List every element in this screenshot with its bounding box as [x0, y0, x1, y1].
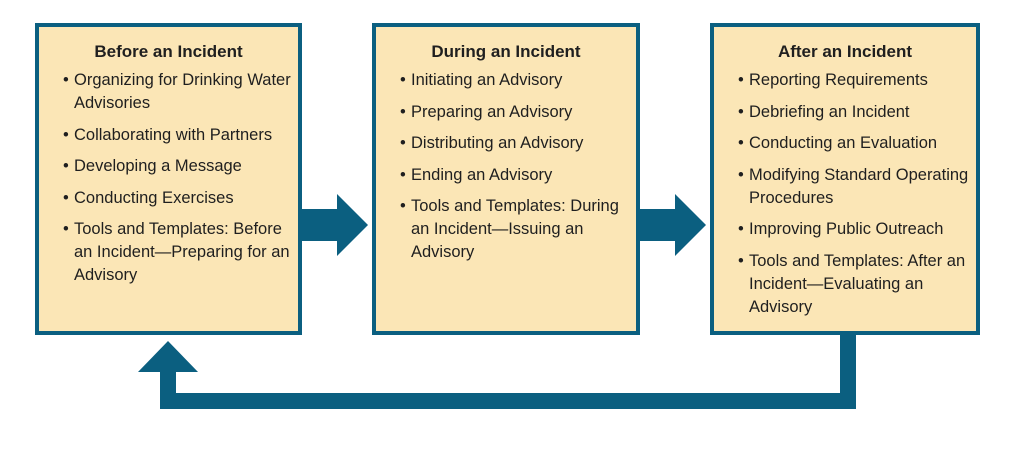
list-item: •Collaborating with Partners: [63, 125, 273, 144]
list-item: •Conducting Exercises: [63, 188, 234, 207]
item-list: •Organizing for Drinking Water Advisorie…: [39, 69, 298, 287]
item-list: •Initiating an Advisory •Preparing an Ad…: [376, 69, 636, 264]
list-item: •Ending an Advisory: [400, 165, 553, 184]
arrow-before-to-during: [302, 194, 368, 256]
list-item: •Preparing an Advisory: [400, 102, 573, 121]
list-item: •Tools and Templates: During an Incident…: [400, 197, 619, 261]
item-list: •Reporting Requirements •Debriefing an I…: [714, 69, 976, 319]
list-item: •Initiating an Advisory: [400, 71, 563, 89]
box-during-incident: During an Incident •Initiating an Adviso…: [372, 23, 640, 335]
list-item: •Distributing an Advisory: [400, 134, 584, 152]
list-item: •Tools and Templates: After an Incident—…: [738, 251, 966, 316]
box-title: After an Incident: [777, 42, 913, 61]
list-item: •Organizing for Drinking Water Advisorie…: [63, 71, 291, 112]
list-item: •Improving Public Outreach: [738, 220, 944, 238]
list-item: •Reporting Requirements: [738, 71, 928, 89]
box-title: Before an Incident: [94, 42, 243, 61]
arrow-during-to-after: [640, 194, 706, 256]
box-title: During an Incident: [431, 42, 581, 61]
list-item: •Debriefing an Incident: [738, 102, 910, 121]
arrow-after-to-before-loop: [138, 335, 856, 409]
box-before-incident: Before an Incident •Organizing for Drink…: [35, 23, 302, 335]
list-item: •Modifying Standard Operating Procedures: [738, 165, 969, 207]
box-after-incident: After an Incident •Reporting Requirement…: [710, 23, 980, 335]
list-item: •Tools and Templates: Before an Incident…: [63, 220, 290, 284]
list-item: •Conducting an Evaluation: [738, 134, 938, 152]
list-item: •Developing a Message: [63, 157, 242, 175]
